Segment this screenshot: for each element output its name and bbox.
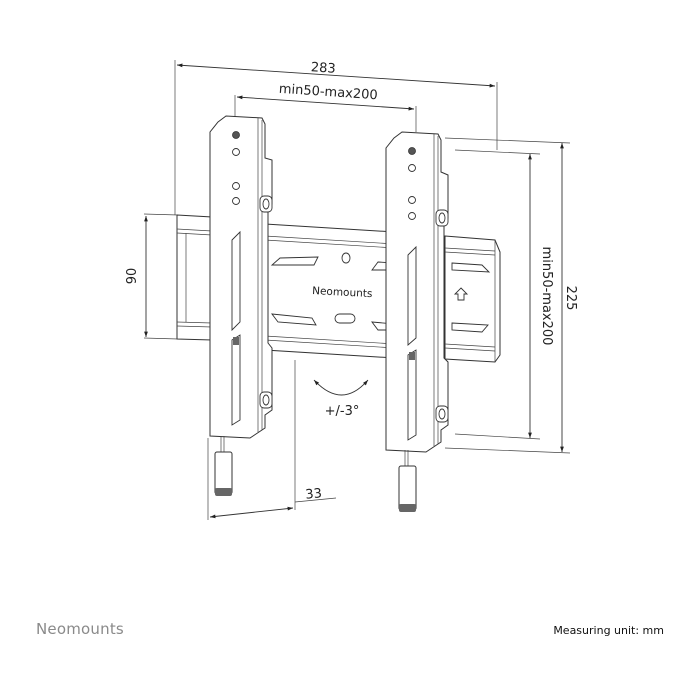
dimension-wall-distance: 33 (207, 360, 337, 520)
right-bracket (385, 131, 449, 512)
plate-brand-label: Neomounts (312, 285, 373, 300)
left-bracket (209, 115, 273, 496)
dimension-overall-width: 283 (174, 60, 498, 215)
tilt-label: +/-3° (325, 404, 360, 419)
dimension-vesa-vertical: min50-max200 (454, 149, 554, 440)
vesa-horizontal-label: min50-max200 (278, 82, 378, 104)
footer-brand-logo: Neomounts (36, 620, 124, 638)
measuring-unit-label: Measuring unit: mm (553, 624, 664, 637)
overall-height-label: 225 (563, 286, 578, 311)
wall-plate-height-label: 90 (125, 268, 140, 285)
tilt-indicator: +/-3° (313, 379, 369, 419)
overall-width-label: 283 (310, 60, 336, 77)
dimension-overall-height: 225 (444, 137, 578, 454)
dimension-wall-plate-height: 90 (125, 213, 179, 340)
vesa-vertical-label: min50-max200 (539, 247, 554, 346)
wall-plate-left-section (176, 214, 213, 341)
dimension-vesa-horizontal: min50-max200 (234, 82, 417, 132)
up-arrow-icon (453, 287, 469, 301)
wall-distance-label: 33 (305, 486, 323, 502)
wall-plate-center: Neomounts (264, 223, 396, 359)
wall-plate-right-section (444, 235, 501, 363)
